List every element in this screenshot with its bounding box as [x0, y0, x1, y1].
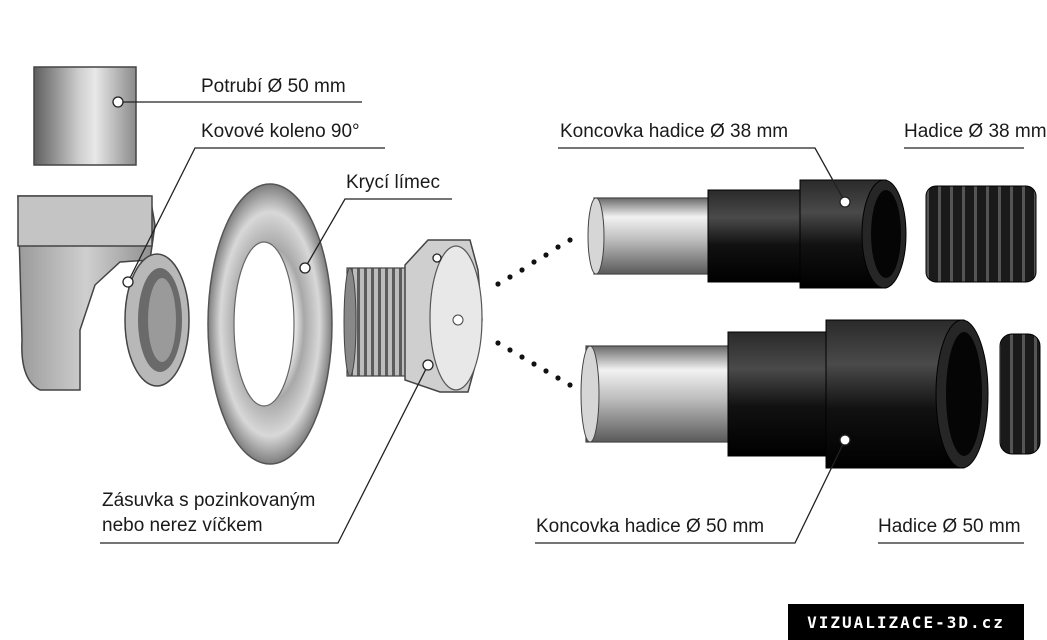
dotted-connectors: [495, 237, 573, 388]
brand-watermark: VIZUALIZACE-3D.cz: [788, 604, 1024, 640]
label-zasuvka-line2: nebo nerez víčkem: [102, 515, 263, 536]
label-zasuvka-line1: Zásuvka s pozinkovaným: [102, 490, 316, 511]
leader-dots: [112, 96, 851, 446]
socket-with-cap-illustration: [343, 239, 483, 393]
label-koleno: Kovové koleno 90°: [201, 121, 360, 142]
hose-end-38-illustration: [587, 179, 907, 289]
hose-end-50-illustration: [580, 319, 989, 469]
label-koncovka-50: Koncovka hadice Ø 50 mm: [536, 516, 765, 537]
label-koncovka-38: Koncovka hadice Ø 38 mm: [560, 121, 789, 142]
label-limec: Krycí límec: [346, 172, 440, 193]
exploded-view-diagram: [17, 66, 1041, 544]
label-hadice-50: Hadice Ø 50 mm: [878, 516, 1021, 537]
label-potrubi: Potrubí Ø 50 mm: [201, 76, 346, 97]
hose-50-illustration: [999, 333, 1041, 455]
leader-lines: [100, 101, 1024, 544]
metal-elbow-illustration: [17, 195, 190, 391]
pipe-illustration: [33, 66, 137, 166]
cover-collar-illustration: [207, 183, 333, 465]
label-hadice-38: Hadice Ø 38 mm: [904, 121, 1047, 142]
hose-38-illustration: [925, 185, 1037, 283]
